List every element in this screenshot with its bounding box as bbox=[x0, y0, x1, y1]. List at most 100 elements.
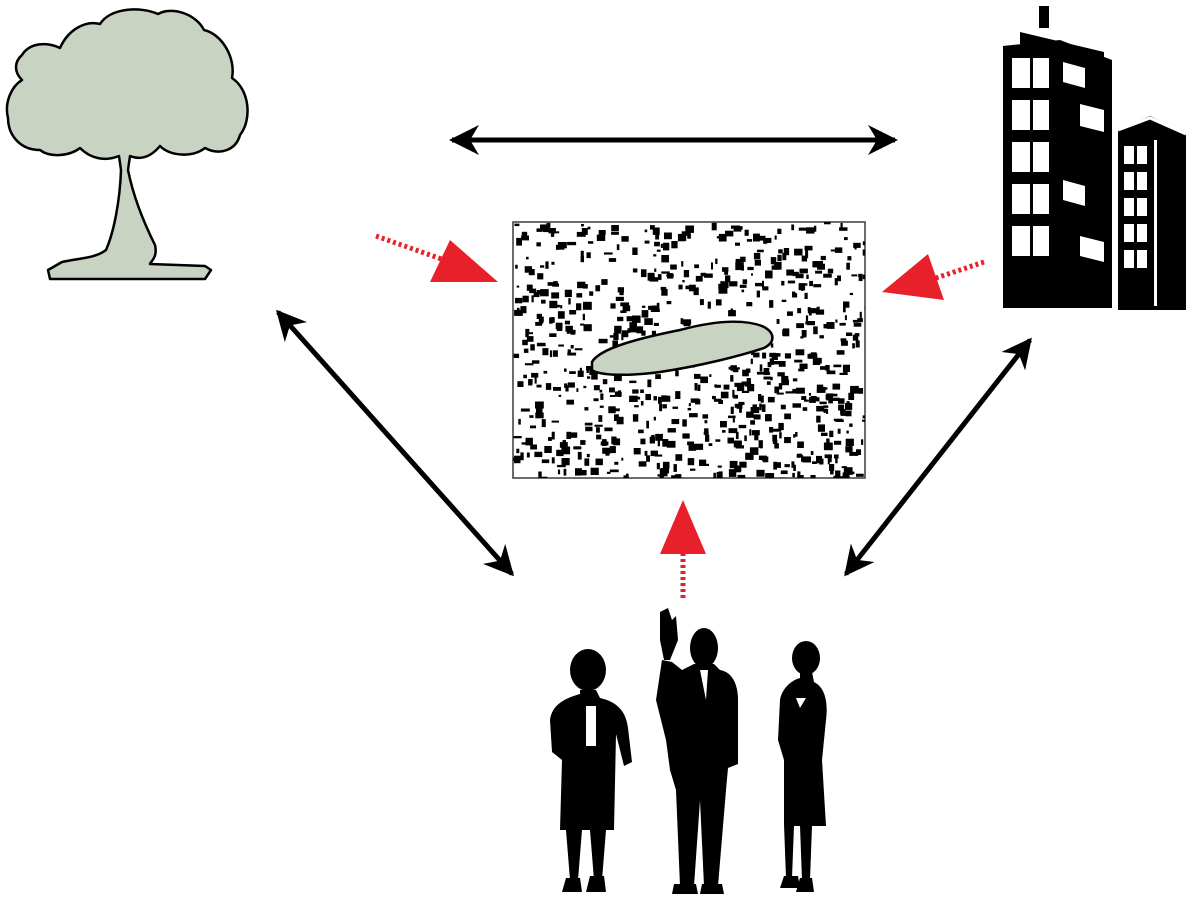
city-block bbox=[516, 307, 520, 314]
city-block bbox=[793, 434, 796, 438]
city-block bbox=[619, 292, 624, 296]
city-block bbox=[675, 454, 683, 461]
city-block bbox=[859, 311, 862, 319]
city-block bbox=[799, 363, 808, 369]
city-block bbox=[515, 297, 523, 304]
city-block bbox=[570, 331, 576, 335]
city-block bbox=[636, 326, 644, 334]
city-block bbox=[655, 233, 660, 240]
city-block bbox=[833, 364, 842, 368]
city-block bbox=[617, 316, 624, 322]
city-block bbox=[799, 268, 808, 274]
city-block bbox=[765, 473, 775, 478]
city-block bbox=[823, 442, 833, 451]
city-block bbox=[700, 272, 707, 277]
city-block bbox=[810, 451, 814, 455]
city-block bbox=[746, 378, 751, 383]
city-block bbox=[581, 228, 588, 235]
city-block bbox=[548, 228, 556, 234]
city-block bbox=[666, 301, 672, 305]
city-block bbox=[780, 404, 786, 410]
city-block bbox=[520, 408, 530, 412]
city-block bbox=[685, 285, 689, 290]
city-block bbox=[551, 457, 555, 464]
city-block bbox=[551, 261, 555, 265]
city-block bbox=[541, 459, 550, 464]
city-block bbox=[741, 265, 744, 271]
city-block bbox=[660, 468, 669, 474]
city-block bbox=[569, 371, 576, 374]
person-left bbox=[550, 649, 632, 892]
city-block bbox=[649, 277, 659, 282]
city-block bbox=[796, 454, 801, 458]
city-block bbox=[568, 298, 571, 305]
city-block bbox=[835, 470, 841, 478]
city-block bbox=[777, 254, 782, 262]
city-block bbox=[564, 320, 570, 325]
city-block bbox=[526, 256, 529, 260]
city-block bbox=[540, 224, 549, 232]
city-block bbox=[829, 430, 834, 438]
city-block bbox=[834, 440, 842, 445]
city-block bbox=[844, 315, 847, 321]
city-block bbox=[523, 348, 529, 353]
city-block bbox=[654, 268, 657, 272]
city-block bbox=[584, 458, 590, 466]
city-block bbox=[779, 432, 782, 439]
city-block bbox=[728, 428, 738, 434]
city-block bbox=[688, 443, 697, 451]
city-block bbox=[756, 469, 765, 477]
city-block bbox=[800, 336, 804, 339]
city-block bbox=[547, 282, 555, 286]
city-block bbox=[785, 391, 795, 394]
city-block bbox=[727, 437, 734, 444]
city-block bbox=[545, 261, 549, 269]
city-block bbox=[611, 231, 619, 235]
city-block bbox=[808, 312, 812, 316]
city-block bbox=[763, 238, 768, 244]
city-block bbox=[750, 358, 753, 365]
city-block bbox=[682, 419, 687, 427]
city-block bbox=[641, 310, 649, 318]
city-block bbox=[541, 419, 546, 428]
city-block bbox=[705, 434, 710, 442]
city-block bbox=[858, 388, 864, 394]
city-block bbox=[596, 427, 600, 433]
city-block bbox=[544, 446, 552, 453]
city-block bbox=[862, 415, 865, 419]
city-block bbox=[838, 404, 845, 411]
city-block bbox=[747, 266, 754, 271]
city-block bbox=[740, 256, 746, 262]
city-block bbox=[816, 306, 820, 312]
city-block bbox=[807, 354, 811, 359]
city-block bbox=[695, 399, 701, 405]
city-block bbox=[565, 325, 573, 332]
city-block bbox=[833, 475, 836, 478]
city-block bbox=[621, 332, 624, 341]
city-block bbox=[536, 290, 542, 295]
city-block bbox=[591, 373, 598, 380]
city-block bbox=[763, 368, 770, 376]
person-center bbox=[656, 608, 738, 894]
city-block bbox=[645, 394, 651, 401]
city-block bbox=[556, 244, 559, 250]
city-block bbox=[753, 233, 760, 242]
city-block bbox=[612, 340, 618, 348]
city-block bbox=[838, 398, 845, 404]
city-block bbox=[714, 384, 718, 388]
city-block bbox=[787, 280, 796, 284]
city-block bbox=[856, 449, 861, 455]
city-block bbox=[550, 317, 555, 323]
city-block bbox=[614, 328, 621, 334]
city-block bbox=[553, 281, 558, 285]
city-block bbox=[840, 412, 847, 416]
city-block bbox=[585, 426, 593, 432]
city-block bbox=[725, 275, 731, 283]
city-block bbox=[514, 223, 520, 227]
city-block bbox=[765, 414, 772, 422]
city-block bbox=[850, 385, 859, 394]
city-block bbox=[522, 339, 528, 346]
city-block bbox=[842, 472, 850, 478]
city-block bbox=[671, 419, 680, 425]
city-block bbox=[640, 401, 644, 406]
